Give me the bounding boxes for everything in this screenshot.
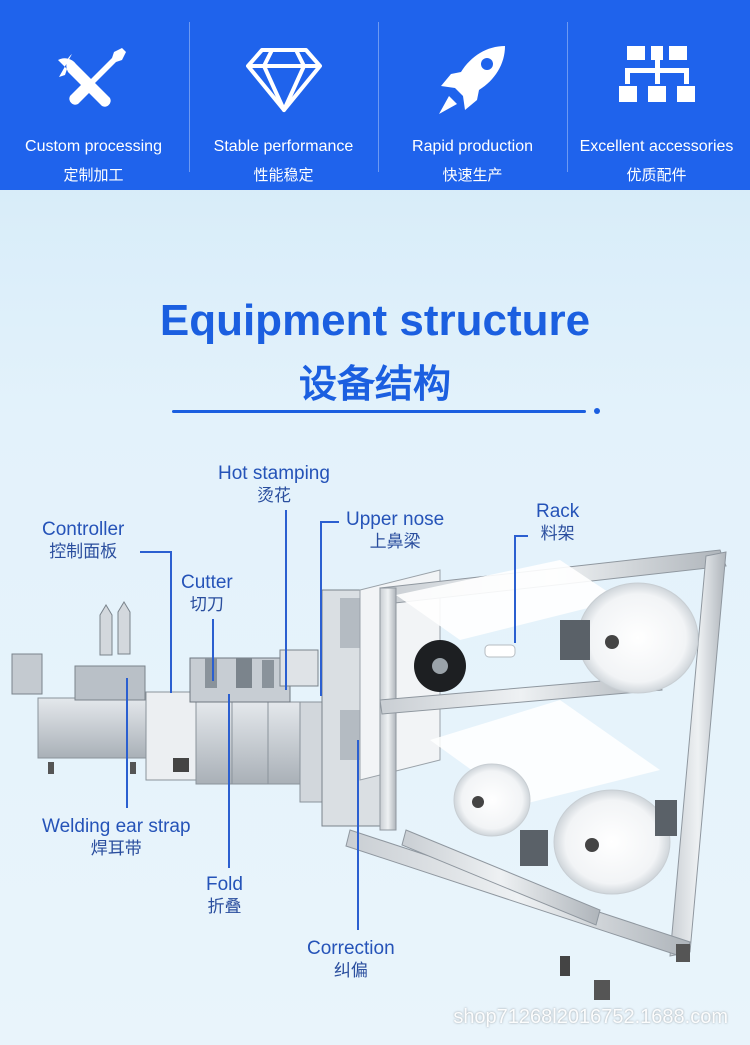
feature-title-en: Excellent accessories	[579, 138, 734, 155]
section-title-cn: 设备结构	[298, 362, 451, 406]
rocket-icon	[433, 40, 513, 120]
leader-line	[514, 535, 516, 643]
label-correction: Correction 纠偏	[307, 938, 395, 981]
feature-title-en: Custom processing	[25, 138, 162, 155]
label-en: Controller	[42, 519, 125, 540]
section-title-en: Equipment structure	[159, 296, 591, 345]
leader-line	[320, 521, 322, 696]
diamond-icon	[244, 40, 324, 120]
leader-line	[140, 551, 172, 553]
mask-machine-illustration	[11, 549, 727, 1000]
label-cn: 折叠	[207, 896, 242, 917]
leader-line	[228, 694, 230, 868]
label-cn: 控制面板	[49, 541, 118, 562]
title-underline	[172, 410, 586, 413]
banner-divider	[189, 22, 190, 172]
feature-rapid-production: Rapid production 快速生产	[379, 0, 566, 190]
label-cn: 料架	[540, 523, 575, 544]
label-welding-ear-strap: Welding ear strap 焊耳带	[42, 816, 191, 859]
label-en: Welding ear strap	[42, 816, 191, 837]
label-en: Hot stamping	[218, 463, 330, 484]
feature-title-en: Stable performance	[213, 138, 354, 155]
label-cn: 切刀	[189, 594, 224, 615]
label-cn: 烫花	[256, 485, 291, 506]
feature-title-cn: 优质配件	[626, 166, 687, 184]
label-rack: Rack 料架	[536, 501, 579, 544]
feature-banner: Custom processing 定制加工 Stable performanc…	[0, 0, 750, 190]
banner-divider	[567, 22, 568, 172]
leader-line	[170, 551, 172, 693]
wrench-screwdriver-icon	[54, 40, 134, 120]
label-en: Rack	[536, 501, 580, 522]
banner-divider	[378, 22, 379, 172]
title-underline-dot	[594, 408, 600, 414]
leader-line	[285, 510, 287, 690]
shop-watermark: shop71268l2016752.1688.com	[453, 1006, 728, 1028]
hierarchy-icon	[617, 40, 697, 120]
label-fold: Fold 折叠	[206, 874, 243, 917]
label-en: Cutter	[181, 572, 233, 593]
label-en: Upper nose	[346, 509, 445, 530]
label-cn: 纠偏	[333, 960, 368, 981]
label-upper-nose: Upper nose 上鼻梁	[346, 509, 444, 552]
leader-line	[126, 678, 128, 808]
feature-title-cn: 性能稳定	[253, 166, 314, 184]
feature-title-cn: 快速生产	[442, 166, 503, 184]
label-cn: 焊耳带	[90, 838, 142, 859]
feature-custom-processing: Custom processing 定制加工	[0, 0, 187, 190]
leader-line	[357, 740, 359, 930]
label-controller: Controller 控制面板	[42, 519, 124, 562]
leader-line	[514, 535, 528, 537]
feature-excellent-accessories: Excellent accessories 优质配件	[563, 0, 750, 190]
label-en: Correction	[307, 938, 395, 959]
label-hot-stamping: Hot stamping 烫花	[218, 463, 330, 506]
label-cn: 上鼻梁	[369, 531, 421, 552]
feature-title-en: Rapid production	[412, 138, 533, 155]
leader-line	[212, 619, 214, 681]
feature-title-cn: 定制加工	[63, 166, 124, 184]
feature-stable-performance: Stable performance 性能稳定	[190, 0, 377, 190]
label-en: Fold	[206, 874, 243, 895]
leader-line	[321, 521, 339, 523]
label-cutter: Cutter 切刀	[181, 572, 233, 615]
